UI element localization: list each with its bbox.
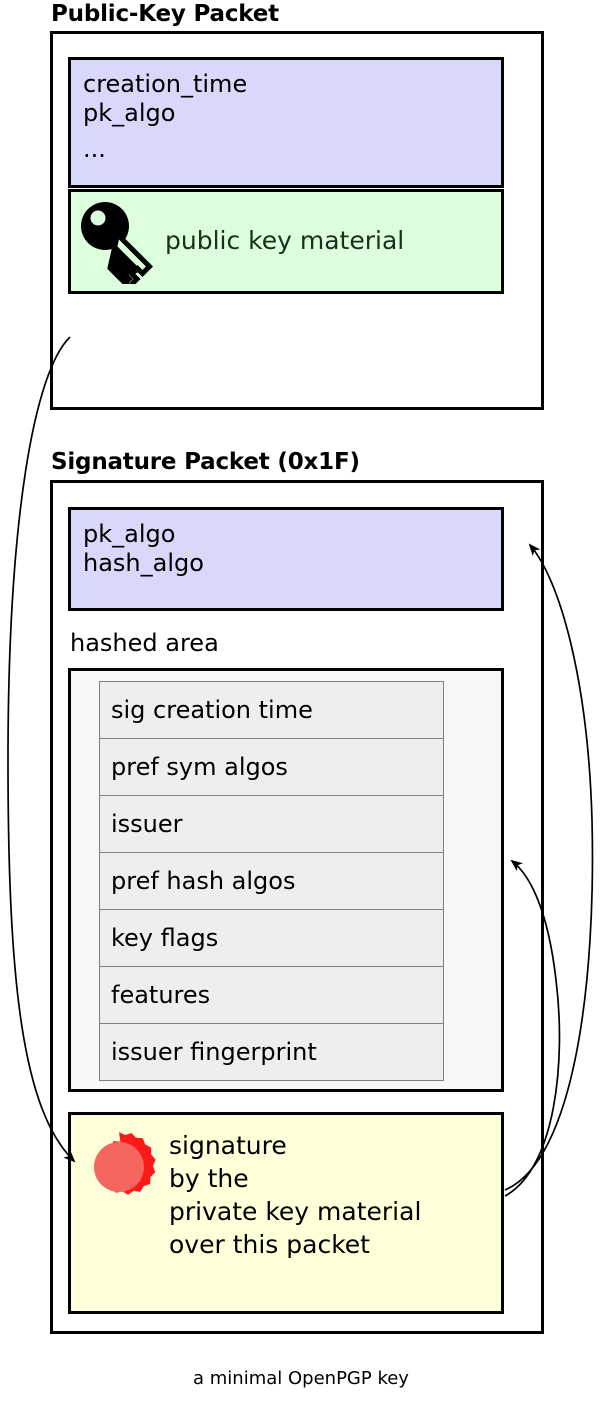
- subpacket-row: issuer fingerprint: [100, 1024, 443, 1081]
- public-key-metadata-box: creation_time pk_algo ...: [68, 57, 504, 188]
- signature-line-1: signature: [169, 1131, 287, 1160]
- metadata-line-ellipsis: ...: [83, 134, 106, 163]
- signature-packet-title: Signature Packet (0x1F): [51, 449, 360, 475]
- subpacket-list: sig creation time pref sym algos issuer …: [99, 681, 444, 1081]
- signature-line-2: by the: [169, 1164, 249, 1193]
- metadata-line-pk-algo: pk_algo: [83, 99, 176, 128]
- public-key-packet-title: Public-Key Packet: [51, 1, 279, 27]
- signature-line-4: over this packet: [169, 1230, 370, 1259]
- signature-value-row: signature by the private key material ov…: [71, 1115, 501, 1311]
- subpacket-row: sig creation time: [100, 682, 443, 739]
- diagram-caption: a minimal OpenPGP key: [193, 1368, 409, 1389]
- subpacket-row: issuer: [100, 796, 443, 853]
- subpacket-row: pref hash algos: [100, 853, 443, 910]
- subpacket-row: key flags: [100, 910, 443, 967]
- hashed-area-label: hashed area: [70, 629, 219, 657]
- metadata-line-creation-time: creation_time: [83, 70, 248, 98]
- signature-value-text: signature by the private key material ov…: [169, 1129, 421, 1261]
- public-key-material-row: public key material: [71, 192, 501, 291]
- signature-line-hash-algo: hash_algo: [83, 549, 204, 578]
- signature-algorithms-box: pk_algo hash_algo: [68, 507, 504, 611]
- signature-line-pk-algo: pk_algo: [83, 520, 176, 548]
- subpacket-row: pref sym algos: [100, 739, 443, 796]
- subpacket-row: features: [100, 967, 443, 1024]
- key-icon: [79, 200, 155, 284]
- signature-line-3: private key material: [169, 1197, 422, 1226]
- hashed-area-box: sig creation time pref sym algos issuer …: [68, 668, 504, 1092]
- public-key-material-box: public key material: [68, 189, 504, 294]
- public-key-material-label: public key material: [165, 226, 405, 256]
- wax-seal-icon: [81, 1129, 157, 1205]
- signature-value-box: signature by the private key material ov…: [68, 1112, 504, 1314]
